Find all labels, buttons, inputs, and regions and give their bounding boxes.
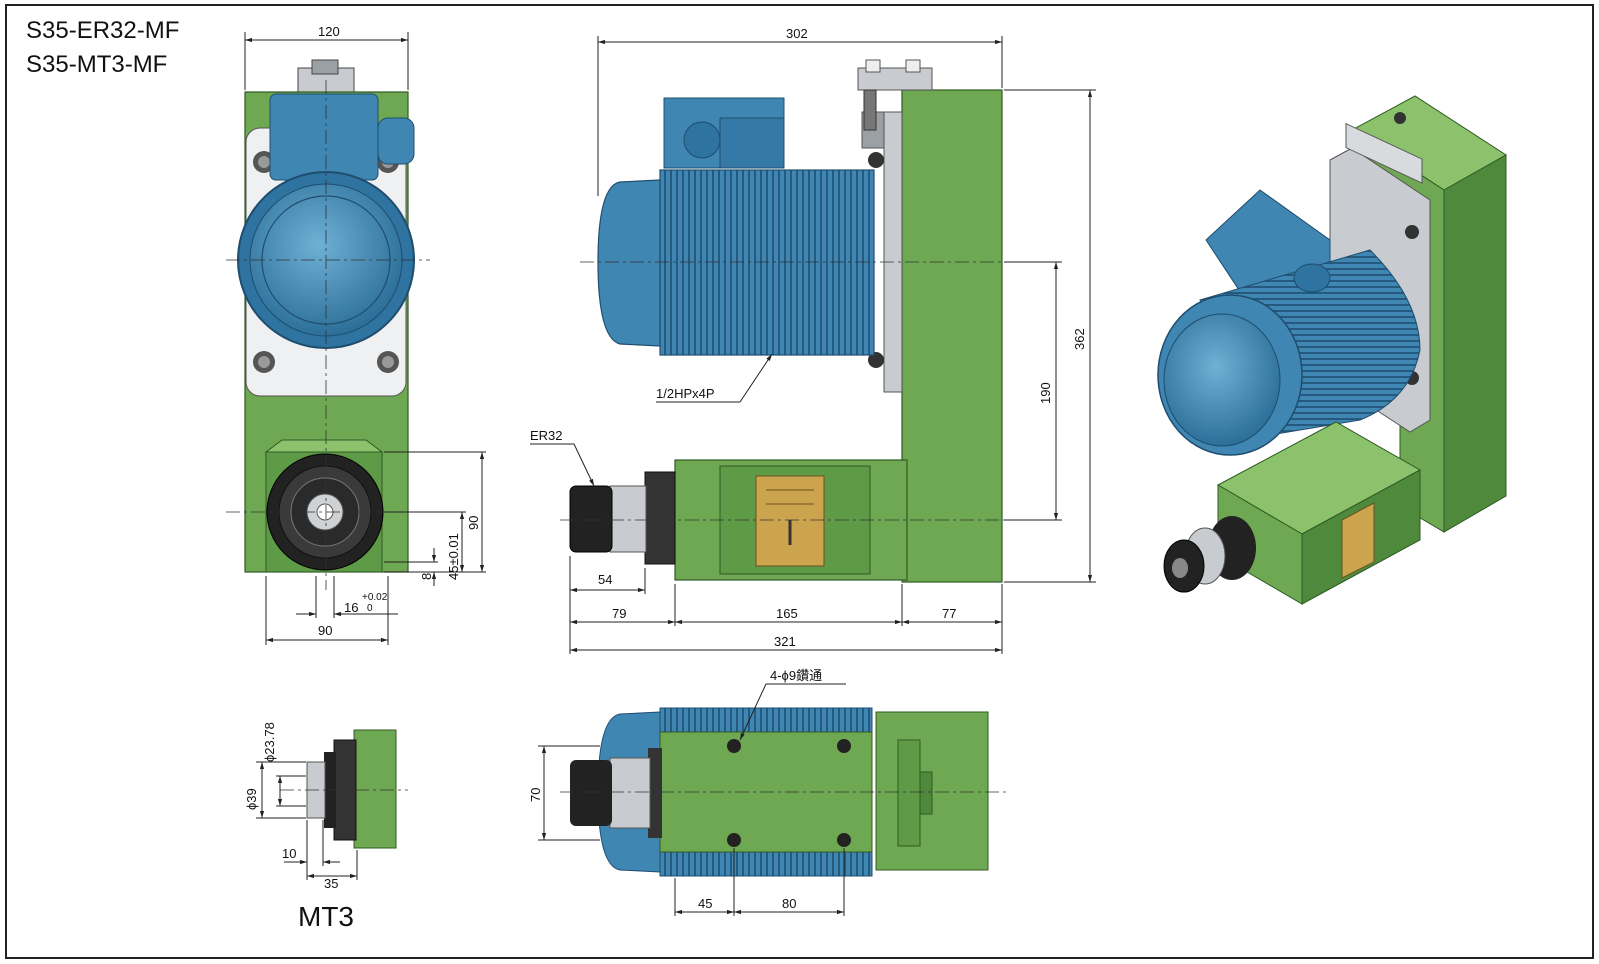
mt3-label: MT3 xyxy=(298,901,354,932)
label-motor-power: 1/2HPx4P xyxy=(656,386,715,401)
dim-side-total-bottom: 321 xyxy=(774,634,796,649)
top-view-dimensions: 70 45 80 4-ϕ9鑽通 xyxy=(528,668,846,916)
dim-top-hole-b: 80 xyxy=(782,896,796,911)
model-title-er32: S35-ER32-MF xyxy=(26,17,179,44)
dim-mt3-dia-large: ϕ39 xyxy=(244,788,259,810)
model-title-mt3: S35-MT3-MF xyxy=(26,51,167,78)
top-view xyxy=(560,707,1010,877)
dim-side-height: 362 xyxy=(1072,328,1087,350)
dim-front-top-width: 120 xyxy=(318,24,340,39)
front-view-dimensions: 120 90 90 45±0.01 8 16 +0.02 0 xyxy=(244,24,486,645)
label-mount-holes: 4-ϕ9鑽通 xyxy=(770,668,822,683)
dim-front-center: 45±0.01 xyxy=(446,533,461,580)
dim-side-center-distance: 190 xyxy=(1038,382,1053,404)
front-view xyxy=(226,59,430,590)
dim-front-height: 90 xyxy=(466,516,481,530)
dim-side-segment-1: 79 xyxy=(612,606,626,621)
dim-side-total-top: 302 xyxy=(786,26,808,41)
mt3-dimensions: ϕ39 ϕ23.78 10 35 MT3 xyxy=(244,722,358,932)
dim-top-hole-a: 45 xyxy=(698,896,712,911)
label-collet-type: ER32 xyxy=(530,428,563,443)
dim-front-key: 16 xyxy=(344,600,358,615)
dim-mt3-dia-small: ϕ23.78 xyxy=(262,722,277,762)
mt3-view xyxy=(280,729,408,849)
dim-front-tol-zero: 0 xyxy=(367,603,373,614)
sheet-border xyxy=(5,4,1594,959)
dim-side-collet-length: 54 xyxy=(598,572,612,587)
dim-mt3-len-large: 35 xyxy=(324,876,338,891)
side-view-dimensions: 302 362 190 54 79 165 77 321 1/2HPx4P ER… xyxy=(530,26,1096,654)
dim-top-width: 70 xyxy=(528,788,543,802)
side-column xyxy=(901,89,1003,583)
side-view xyxy=(560,59,1040,583)
isometric-view xyxy=(1157,95,1507,605)
dim-front-offset: 8 xyxy=(419,573,434,580)
dim-side-segment-3: 77 xyxy=(942,606,956,621)
dim-front-tol-plus: +0.02 xyxy=(362,592,388,603)
dim-side-segment-2: 165 xyxy=(776,606,798,621)
dim-front-bottom-width: 90 xyxy=(318,623,332,638)
motor-body xyxy=(659,169,875,356)
dim-mt3-len-small: 10 xyxy=(282,846,296,861)
